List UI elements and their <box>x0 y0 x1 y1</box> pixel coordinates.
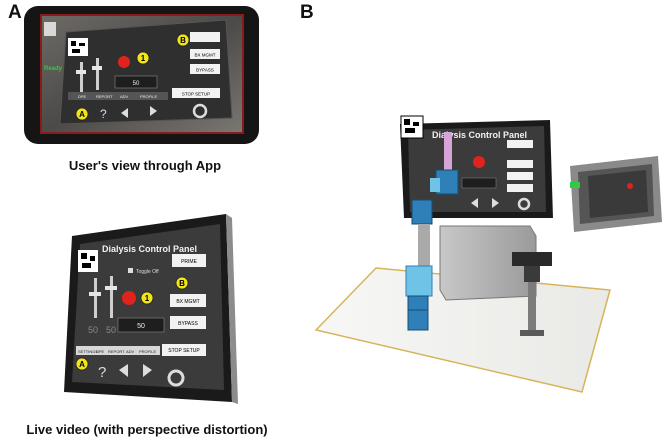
app-prime-button <box>190 32 220 42</box>
monitor-red-indicator <box>473 156 485 168</box>
app-left-arrow-icon <box>121 108 128 118</box>
setup-scene: Dialysis Control Panel <box>314 115 662 393</box>
live-panel-title: Dialysis Control Panel <box>102 244 197 254</box>
live-slider-label-2: 50 <box>106 325 116 335</box>
app-marker-one <box>136 51 150 65</box>
live-marker-b <box>175 276 189 290</box>
panel-letter-b: B <box>300 2 314 23</box>
live-stopsetup-label: STOP SETUP <box>168 348 200 354</box>
app-stopsetup-label: STOP SETUP <box>182 92 210 97</box>
app-view-tablet: 1 50 BX MGMT BYPASS STOP SETUP B DPE REP… <box>24 6 259 144</box>
machine-arm <box>512 252 552 266</box>
app-marker-a <box>75 107 89 121</box>
live-stopsetup-button <box>162 344 206 356</box>
live-marker-one <box>140 291 154 305</box>
app-marker-b <box>176 33 190 47</box>
live-toggle-label: Toggle Off <box>136 269 159 275</box>
live-tab-adv: ADV <box>126 349 135 354</box>
robot-base <box>407 309 429 331</box>
app-readout: 50 <box>133 81 140 87</box>
app-bypass-button <box>190 64 220 74</box>
live-marker-b-label: B <box>179 279 185 288</box>
live-video-tablet: Dialysis Control Panel Toggle Off 50 50 … <box>64 214 238 404</box>
live-tab-profile: PROFILE <box>139 349 156 354</box>
app-tab-profile: PROFILE <box>140 94 157 99</box>
caption-live-video: Live video (with perspective distortion) <box>26 422 268 437</box>
live-bxmgmt-label: BX MGMT <box>176 299 199 305</box>
live-tab-report: REPORT <box>108 349 125 354</box>
robot-column <box>418 224 430 268</box>
live-marker-a <box>75 357 89 371</box>
app-bypass-label: BYPASS <box>196 68 214 73</box>
app-tab-dpe: DPE <box>78 94 87 99</box>
app-overlay-menu <box>44 22 56 36</box>
stylus-tip <box>444 132 452 180</box>
live-tab-dpe: DPE <box>96 349 105 354</box>
robot-block-2 <box>411 199 433 225</box>
app-tab-report: REPORT <box>96 94 113 99</box>
qr-code-icon <box>68 38 88 56</box>
live-marker-one-label: 1 <box>145 294 150 303</box>
table-surface <box>314 267 611 393</box>
live-red-indicator <box>122 291 136 305</box>
panel-letter-a: A <box>8 2 22 23</box>
live-gear-icon <box>167 369 185 387</box>
app-view-screen: 1 50 BX MGMT BYPASS STOP SETUP B DPE REP… <box>59 19 233 125</box>
app-marker-one-label: 1 <box>141 54 146 63</box>
app-tab-adv: ADV <box>120 94 129 99</box>
live-bypass-button <box>170 316 206 329</box>
app-status-text: Ready <box>44 66 63 72</box>
app-red-indicator <box>118 56 130 68</box>
live-prime-label: PRIME <box>181 259 198 265</box>
live-readout: 50 <box>137 323 145 330</box>
caption-app-view: User's view through App <box>68 158 222 173</box>
app-bxmgmt-button <box>190 49 220 59</box>
live-help-icon: ? <box>98 364 106 381</box>
app-bxmgmt-label: BX MGMT <box>195 53 216 58</box>
live-right-arrow-icon <box>143 364 152 377</box>
monitor-panel-title: Dialysis Control Panel <box>432 130 527 140</box>
stand-pole <box>528 282 536 334</box>
app-stopsetup-button <box>172 88 220 98</box>
live-slider-label-1: 50 <box>88 325 98 335</box>
live-tab-settings: SETTINGS <box>78 349 98 354</box>
live-marker-a-label: A <box>79 360 85 369</box>
app-gear-icon <box>192 103 208 119</box>
live-bxmgmt-button <box>170 294 206 307</box>
live-bypass-label: BYPASS <box>178 321 198 327</box>
app-right-arrow-icon <box>150 106 157 116</box>
live-left-arrow-icon <box>119 364 128 377</box>
app-help-icon: ? <box>100 107 107 121</box>
app-marker-b-label: B <box>180 36 186 45</box>
live-prime-button <box>172 254 206 267</box>
robot-block-3 <box>405 265 433 297</box>
app-marker-a-label: A <box>79 110 85 119</box>
